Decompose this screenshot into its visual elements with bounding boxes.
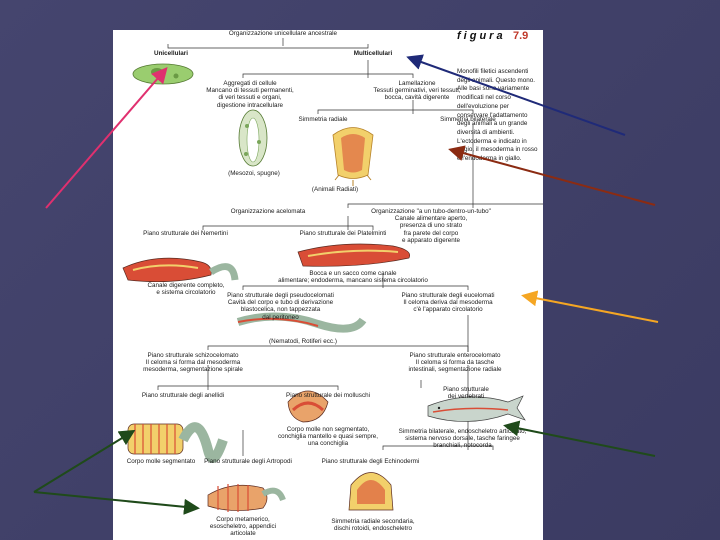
- node-multicellulari: Multicellulari: [353, 50, 393, 57]
- node-corpo-metamerico: Corpo metamerico, esoscheletro, appendic…: [209, 516, 277, 538]
- node-simmetria-bilaterale: Simmetria bilaterale: [440, 116, 496, 123]
- vertebrate-illustration: [427, 395, 526, 422]
- node-anellidi: Piano strutturale degli anellidi: [141, 392, 225, 399]
- sponge-illustration: [238, 109, 268, 167]
- node-nemertini: Piano strutturale dei Nemertini: [143, 230, 228, 237]
- node-pseudocelomati: Piano strutturale degli pseudocelomati C…: [227, 292, 334, 321]
- node-vertebrati: Piano strutturale dei vertebrati: [443, 386, 489, 401]
- annelid-illustration: [127, 422, 228, 463]
- nemertean-illustration: [122, 257, 239, 282]
- figure-label: figura: [457, 30, 506, 42]
- node-platelminti: Piano strutturale dei Platelminti: [299, 230, 387, 237]
- node-enterocelomati: Piano strutturale enterocelomato Il celo…: [408, 352, 502, 374]
- node-acelomata: Organizzazione acelomata: [230, 208, 306, 215]
- node-eucelomati: Piano strutturale degli eucelomati Il ce…: [401, 292, 495, 314]
- textbook-figure: Organizzazione unicellulare ancestrale U…: [113, 30, 543, 540]
- orange-arrow: [521, 290, 659, 323]
- mollusc-illustration: [287, 390, 329, 423]
- node-simmetria-radiale: Simmetria radiale: [298, 116, 348, 123]
- figure-caption: Monofili filetici ascendenti degli anima…: [457, 68, 538, 163]
- node-canale-digerente: Canale digerente completo, e sistema cir…: [147, 282, 225, 297]
- node-schizocelomati: Piano strutturale schizocelomato Il celo…: [143, 352, 243, 374]
- phylogeny-tree: [122, 38, 543, 512]
- echinoderm-illustration: [348, 472, 394, 511]
- figure-number: 7.9: [513, 30, 529, 42]
- node-nematodi: (Nematodi, Rotiferi ecc.): [269, 338, 337, 345]
- node-corpo-segmentato: Corpo molle segmentato: [126, 458, 196, 465]
- node-aggregati: Aggregati di cellule Mancano di tessuti …: [206, 80, 294, 109]
- node-bocca-sacco: Bocca e un sacco come canale alimentare;…: [278, 270, 428, 285]
- node-root: Organizzazione unicellulare ancestrale: [228, 30, 338, 37]
- node-unicellulari: Unicellulari: [154, 50, 188, 57]
- node-corpo-non-segmentato: Corpo molle non segmentato, conchiglia m…: [277, 426, 379, 448]
- node-molluschi: Piano strutturale dei molluschi: [286, 392, 370, 399]
- green-v-arrow: [33, 429, 200, 515]
- node-tubo: Organizzazione "a un tubo-dentro-un-tubo…: [371, 208, 491, 244]
- node-echinodermi: Piano strutturale degli Echinodermi: [321, 458, 420, 465]
- flatworm-illustration: [297, 243, 410, 267]
- radiate-illustration: [332, 127, 374, 186]
- pink-arrow: [45, 66, 168, 209]
- node-lamellazione: Lamellazione Tessuti germinativi, veri t…: [373, 80, 461, 102]
- brown-arrow: [448, 145, 656, 206]
- node-radiati: (Animali Radiati): [311, 186, 359, 193]
- arthropod-illustration: [207, 484, 286, 512]
- node-artropodi: Piano strutturale degli Artropodi: [204, 458, 292, 465]
- node-simmetria-bil-endo: Simmetria bilaterale, endoscheletro arti…: [398, 428, 527, 450]
- node-simmetria-rad-sec: Simmetria radiale secondaria, dischi rot…: [331, 518, 415, 533]
- darkgreen-arrow: [503, 420, 656, 457]
- node-mesozoi: (Mesozoi, spugne): [228, 170, 280, 177]
- navy-arrow: [406, 54, 626, 136]
- pseudocoelomate-illustration: [236, 312, 367, 333]
